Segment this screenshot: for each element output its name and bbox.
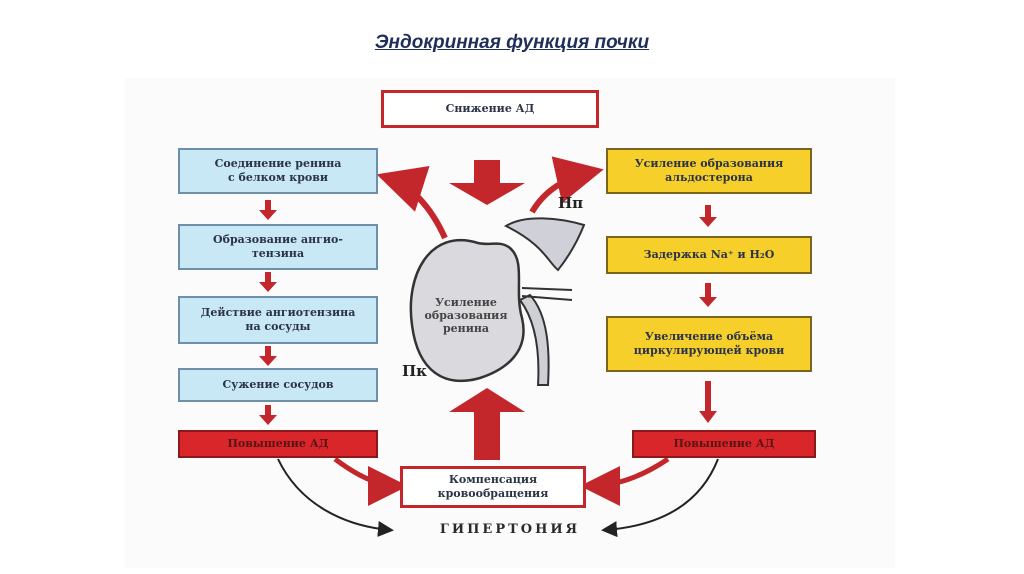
big-up-arrow [449, 388, 525, 460]
left-step-4: Сужение сосудов [178, 368, 378, 402]
arrow-left-to-compensation [333, 457, 408, 506]
right-step-3-text: Увеличение объёма циркулирующей крови [633, 330, 785, 357]
left-step-1: Соединение ренина с белком крови [178, 148, 378, 194]
ureter [518, 293, 550, 386]
compensation-box: Компенсация кровообращения [400, 466, 586, 508]
bp-decrease-text: Снижение АД [445, 102, 535, 115]
bp-decrease-box: Снижение АД [381, 90, 599, 128]
right-bp-increase-text: Повышение АД [673, 437, 775, 450]
curved-arrow-left [376, 166, 448, 240]
right-bp-increase-box: Повышение АД [632, 430, 816, 458]
kidney-label: Усиление образования ренина [424, 296, 508, 335]
big-down-arrow [449, 160, 525, 205]
compensation-text: Компенсация кровообращения [437, 473, 549, 500]
left-step-1-text: Соединение ренина с белком крови [214, 157, 342, 184]
right-step-1: Усиление образования альдостерона [606, 148, 812, 194]
adrenal-gland [503, 217, 586, 272]
curved-arrow-right [529, 156, 604, 214]
left-step-3: Действие ангиотензина на сосуды [178, 296, 378, 344]
arrow-right-to-hypertension [601, 458, 719, 538]
left-step-4-text: Сужение сосудов [222, 378, 334, 391]
left-step-2-text: Образование ангио- тензина [213, 233, 343, 260]
arrow-right-to-compensation [580, 456, 670, 506]
right-step-3: Увеличение объёма циркулирующей крови [606, 316, 812, 372]
left-bp-increase-box: Повышение АД [178, 430, 378, 458]
adrenal-label: Нп [558, 194, 584, 212]
left-chain-arrows [259, 200, 277, 425]
right-step-1-text: Усиление образования альдостерона [634, 157, 784, 184]
left-step-3-text: Действие ангиотензина на сосуды [200, 306, 356, 333]
left-bp-increase-text: Повышение АД [227, 437, 329, 450]
kidney-abbr-label: Пк [402, 362, 427, 380]
kidney-shape [409, 239, 525, 383]
right-step-2: Задержка Na⁺ и H₂O [606, 236, 812, 274]
arrow-left-to-hypertension [277, 458, 394, 537]
right-step-2-text: Задержка Na⁺ и H₂O [643, 248, 775, 261]
page-title: Эндокринная функция почки [374, 32, 650, 53]
left-step-2: Образование ангио- тензина [178, 224, 378, 270]
right-chain-arrows [699, 205, 717, 423]
hypertension-label: ГИПЕРТОНИЯ [439, 522, 581, 537]
